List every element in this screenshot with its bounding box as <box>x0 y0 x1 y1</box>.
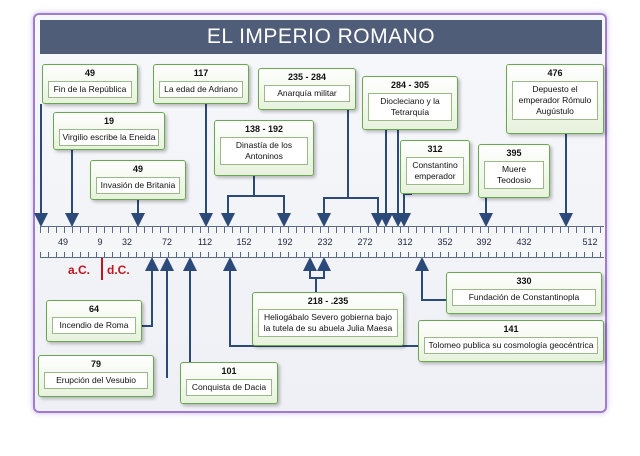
event-tetrarquia: 284 - 305 Diocleciano y la Tetrarquía <box>362 76 458 130</box>
event-year: 64 <box>88 304 99 314</box>
event-year: 330 <box>516 276 532 286</box>
tick-label: 49 <box>57 237 68 247</box>
event-eneida: 19 Virgilio escribe la Eneida <box>53 112 165 150</box>
event-constantino: 312 Constantino emperador <box>400 140 470 194</box>
event-label: Constantino emperador <box>406 157 464 185</box>
event-year: 218 - .235 <box>307 296 349 306</box>
event-vesubio: 79 Erupción del Vesubio <box>38 355 154 397</box>
event-year: 138 - 192 <box>244 124 284 134</box>
diagram-title: EL IMPERIO ROMANO <box>40 20 602 54</box>
event-year: 101 <box>221 366 237 376</box>
arrow-heliogabalo <box>303 257 317 292</box>
event-year: 19 <box>103 116 114 126</box>
arrow-constantinopla <box>415 257 448 301</box>
event-label: Diocleciano y la Tetrarquía <box>368 93 452 121</box>
tick-label: 312 <box>397 237 413 247</box>
event-tolomeo: 141 Tolomeo publica su cosmología geocén… <box>418 320 604 362</box>
event-label: Heliogábalo Severo gobierna bajo la tute… <box>258 309 398 337</box>
event-label: Conquista de Dacia <box>186 379 272 396</box>
event-label: Incendio de Roma <box>52 317 136 334</box>
event-adriano: 117 La edad de Adriano <box>153 64 249 104</box>
tick-label: 352 <box>437 237 453 247</box>
event-label: Invasión de Britania <box>96 177 180 194</box>
event-label: Tolomeo publica su cosmología geocéntric… <box>424 337 598 354</box>
event-antoninos: 138 - 192 Dinastía de los Antoninos <box>214 120 314 176</box>
tick-label: 9 <box>97 237 103 247</box>
event-year: 284 - 305 <box>390 80 430 90</box>
tick-label: 432 <box>516 237 532 247</box>
tick-label: 112 <box>197 237 213 247</box>
event-year: 395 <box>506 148 522 158</box>
event-incendio: 64 Incendio de Roma <box>46 300 142 342</box>
event-label: Muere Teodosio <box>484 161 544 189</box>
tick-label: 512 <box>582 237 598 247</box>
event-romulo: 476 Depuesto el emperador Rómulo Augústu… <box>506 64 604 134</box>
event-year: 141 <box>503 324 519 334</box>
tick-label: 392 <box>476 237 492 247</box>
event-year: 235 - 284 <box>287 72 327 82</box>
arrow-incendio <box>142 257 159 327</box>
event-label: Virgilio escribe la Eneida <box>59 129 159 146</box>
tick-label: 272 <box>357 237 373 247</box>
event-britania: 49 Invasión de Britania <box>90 160 186 200</box>
event-label: Erupción del Vesubio <box>44 372 148 389</box>
event-teodosio: 395 Muere Teodosio <box>478 144 550 198</box>
arrow-tolomeo <box>223 257 418 347</box>
timeline-ruler-ticks <box>40 252 604 258</box>
event-year: 476 <box>547 68 563 78</box>
event-label: Anarquía militar <box>264 85 350 102</box>
tick-label: 72 <box>161 237 172 247</box>
tick-label: 152 <box>236 237 252 247</box>
event-anarquia: 235 - 284 Anarquía militar <box>258 68 356 110</box>
event-label: La edad de Adriano <box>159 81 243 98</box>
event-year: 117 <box>193 68 209 78</box>
arrow-anarquia <box>317 110 349 227</box>
event-year: 49 <box>84 68 95 78</box>
event-label: Fundación de Constantinopla <box>452 289 596 306</box>
event-label: Depuesto el emperador Rómulo Augústulo <box>512 81 598 120</box>
era-ad-label: d.C. <box>107 263 130 277</box>
arrow-antoninos-end <box>254 195 291 227</box>
event-heliogabalo: 218 - .235 Heliogábalo Severo gobierna b… <box>252 292 404 346</box>
event-year: 49 <box>132 164 143 174</box>
event-label: Fin de la República <box>48 81 132 98</box>
tick-label: 232 <box>317 237 333 247</box>
tick-label: 192 <box>277 237 293 247</box>
arrow-anarquia-end <box>348 197 385 227</box>
arrow-constantino <box>397 193 412 227</box>
event-year: 79 <box>90 359 101 369</box>
arrow-heliogabalo-end <box>316 257 331 279</box>
arrow-antoninos <box>221 176 255 227</box>
tick-label: 32 <box>121 237 132 247</box>
event-year: 312 <box>427 144 443 154</box>
event-fin-republica: 49 Fin de la República <box>42 64 138 104</box>
era-bc-label: a.C. <box>68 263 91 277</box>
event-dacia: 101 Conquista de Dacia <box>180 362 278 404</box>
event-constantinopla: 330 Fundación de Constantinopla <box>446 272 602 314</box>
event-label: Dinastía de los Antoninos <box>220 137 308 165</box>
